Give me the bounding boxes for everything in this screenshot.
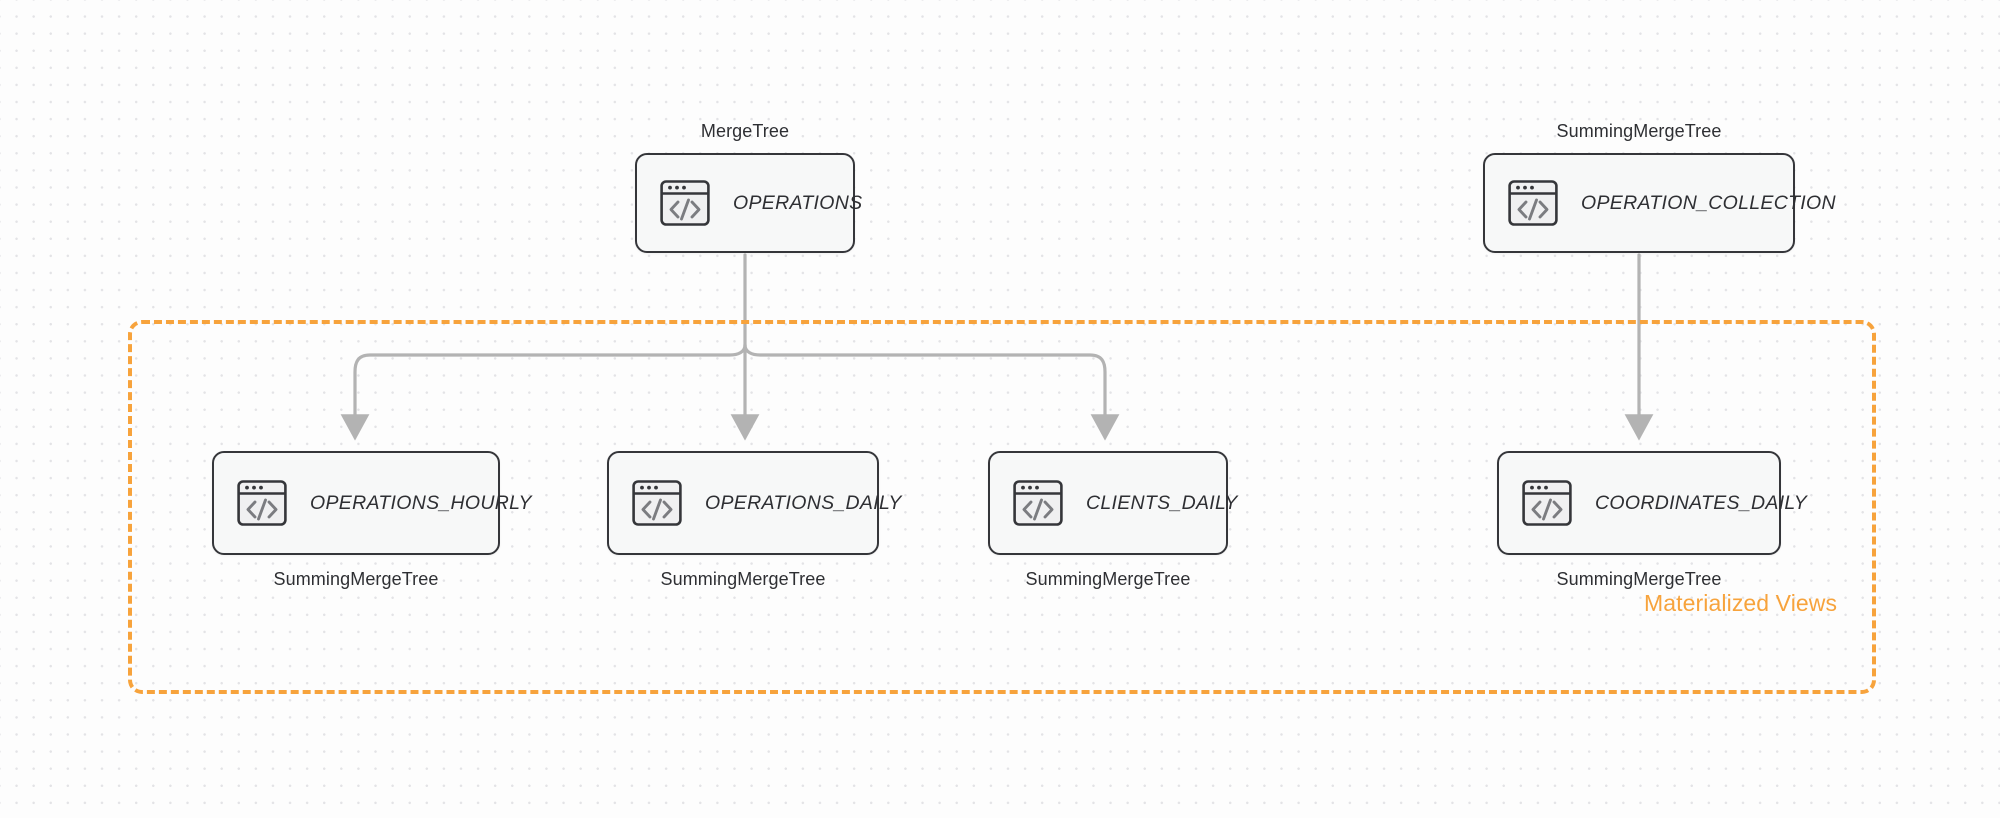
node-label-clients_daily: CLIENTS_DAILY — [1086, 491, 1238, 514]
engine-label-operation_collection: SummingMergeTree — [1556, 121, 1722, 141]
node-label-operation_collection: OPERATION_COLLECTION — [1581, 191, 1836, 214]
node-operations_daily[interactable]: OPERATIONS_DAILY — [607, 451, 901, 555]
materialized-views-group — [128, 320, 1876, 694]
code-window-icon — [1522, 480, 1572, 526]
node-coordinates_daily[interactable]: COORDINATES_DAILY — [1497, 451, 1807, 555]
node-operation_collection[interactable]: OPERATION_COLLECTION — [1483, 153, 1836, 253]
engine-label-clients_daily: SummingMergeTree — [1025, 569, 1191, 589]
code-window-icon — [237, 480, 287, 526]
node-operations_hourly[interactable]: OPERATIONS_HOURLY — [212, 451, 532, 555]
code-window-icon — [660, 180, 710, 226]
code-window-icon — [1013, 480, 1063, 526]
materialized-views-label: Materialized Views — [1644, 590, 1838, 616]
engine-label-operations_hourly: SummingMergeTree — [273, 569, 439, 589]
code-window-icon — [632, 480, 682, 526]
code-window-icon — [1508, 180, 1558, 226]
engine-label-operations: MergeTree — [700, 121, 790, 141]
engine-label-operations_daily: SummingMergeTree — [660, 569, 826, 589]
node-label-operations_hourly: OPERATIONS_HOURLY — [310, 491, 532, 514]
node-operations[interactable]: OPERATIONS — [635, 153, 862, 253]
node-clients_daily[interactable]: CLIENTS_DAILY — [988, 451, 1237, 555]
node-label-operations: OPERATIONS — [733, 191, 863, 214]
node-label-coordinates_daily: COORDINATES_DAILY — [1595, 491, 1808, 514]
engine-label-coordinates_daily: SummingMergeTree — [1556, 569, 1722, 589]
node-label-operations_daily: OPERATIONS_DAILY — [705, 491, 902, 514]
